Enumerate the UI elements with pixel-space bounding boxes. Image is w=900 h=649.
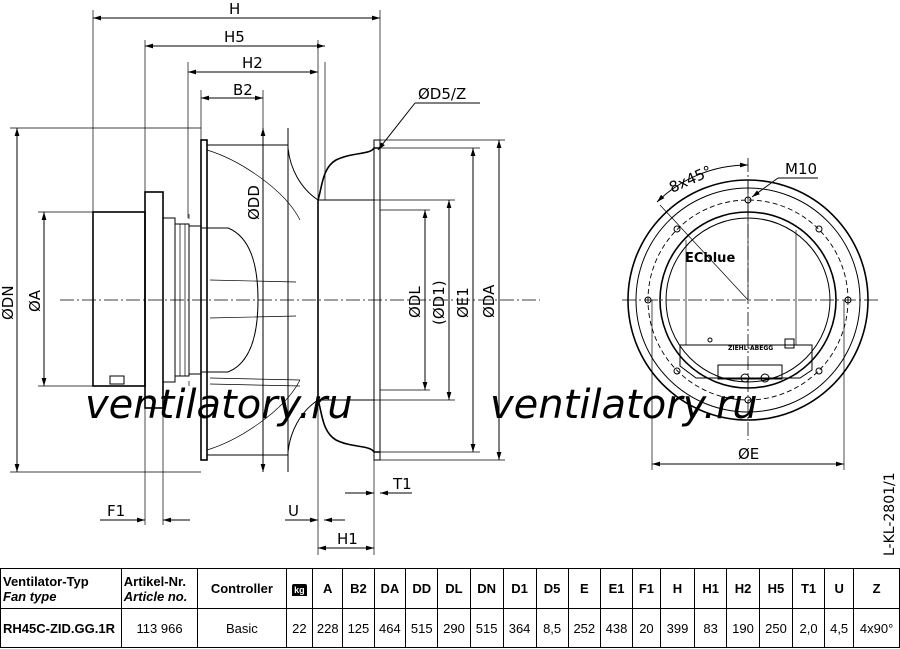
- col-header-2: Controller: [197, 568, 287, 609]
- dim-h1: H1: [337, 530, 358, 548]
- col-header-label: A: [323, 581, 333, 596]
- table-cell: 190: [726, 608, 760, 648]
- table-cell: 464: [373, 608, 407, 648]
- dim-8x45: 8x45°: [666, 162, 714, 197]
- col-header-label: E1: [608, 581, 625, 596]
- drawing-code: L-KL-2801/1: [882, 472, 898, 556]
- col-header-label: Controller: [210, 581, 273, 596]
- table-cell: 125: [342, 608, 375, 648]
- table-cell: 2,0: [791, 608, 826, 648]
- dim-h: H: [229, 0, 240, 18]
- table-cell: 4x90°: [853, 608, 900, 648]
- col-header-9: DN: [469, 568, 504, 609]
- col-header-3: kg: [285, 568, 314, 609]
- col-header-label: DD: [412, 581, 432, 596]
- table-cell: 515: [405, 608, 439, 648]
- side-view: H H5 H2 B2 ØD5/Z ØDN ØA ØDD ØDL (ØD1) ØE…: [0, 0, 540, 555]
- technical-drawing: ventilatory.ru ventilatory.ru: [0, 0, 898, 556]
- table-cell: 228: [312, 608, 344, 648]
- col-header-19: T1: [791, 568, 826, 609]
- col-header-11: D5: [535, 568, 569, 609]
- table-cell: 113 966: [120, 608, 199, 648]
- dim-h2: H2: [242, 54, 263, 72]
- weight-icon: kg: [292, 584, 307, 596]
- col-header-10: D1: [502, 568, 537, 609]
- dim-dn: ØDN: [0, 285, 17, 320]
- dim-dl: ØDL: [406, 286, 424, 318]
- col-header-label: Z: [872, 581, 881, 596]
- col-header-14: F1: [632, 568, 661, 609]
- col-header-label: DN: [477, 581, 496, 596]
- table-cell: 515: [469, 608, 504, 648]
- dim-da: ØDA: [480, 284, 498, 318]
- col-header-label: T1: [800, 581, 817, 596]
- table-cell: 250: [759, 608, 793, 648]
- dim-h5: H5: [224, 28, 245, 46]
- col-header-8: DL: [437, 568, 471, 609]
- col-header-7: DD: [405, 568, 439, 609]
- col-header-label: Artikel-Nr.: [123, 573, 186, 589]
- dim-t1: T1: [392, 475, 412, 493]
- col-header-4: A: [312, 568, 344, 609]
- col-header-label: H2: [734, 581, 752, 596]
- dim-e: ØE: [738, 445, 759, 463]
- col-header-6: DA: [373, 568, 407, 609]
- dim-a: ØA: [26, 289, 44, 312]
- table-cell: 4,5: [824, 608, 855, 648]
- col-header-label: D5: [543, 581, 561, 596]
- dim-dd: ØDD: [245, 185, 263, 220]
- col-header-label: H5: [767, 581, 785, 596]
- col-header-15: H: [659, 568, 696, 609]
- dim-d5z: ØD5/Z: [418, 85, 466, 103]
- col-header-label: DA: [380, 581, 400, 596]
- col-header-label: D1: [511, 581, 528, 596]
- table-cell: 364: [502, 608, 537, 648]
- col-header-12: E: [567, 568, 601, 609]
- col-header-label: E: [579, 581, 589, 596]
- table-cell: Basic: [197, 608, 287, 648]
- col-header-13: E1: [599, 568, 634, 609]
- col-header-label: F1: [638, 581, 655, 596]
- col-header-translation: Article no.: [123, 588, 188, 604]
- table-cell: 438: [599, 608, 634, 648]
- col-header-label: H1: [702, 581, 719, 596]
- table-cell: 252: [567, 608, 601, 648]
- brand-label: ECblue: [685, 251, 735, 266]
- dim-b2: B2: [233, 81, 253, 99]
- col-header-label: H: [672, 581, 683, 596]
- col-header-label: U: [834, 581, 844, 596]
- dim-e1: ØE1: [454, 287, 472, 318]
- col-header-1: Artikel-Nr.Article no.: [120, 568, 199, 609]
- col-header-20: U: [824, 568, 855, 609]
- col-header-21: Z: [853, 568, 900, 609]
- col-header-translation: Fan type: [3, 588, 57, 604]
- col-header-16: H1: [694, 568, 728, 609]
- dim-f1: F1: [107, 502, 125, 520]
- col-header-18: H5: [759, 568, 793, 609]
- watermark-right: ventilatory.ru: [490, 382, 758, 428]
- table-cell: RH45C-ZID.GG.1R: [0, 608, 122, 648]
- col-header-5: B2: [342, 568, 375, 609]
- table-cell: 8,5: [535, 608, 569, 648]
- table-cell: 290: [437, 608, 471, 648]
- col-header-label: B2: [350, 581, 367, 596]
- table-cell: 22: [285, 608, 314, 648]
- dim-d1: (ØD1): [430, 280, 448, 325]
- col-header-label: Ventilator-Typ: [3, 573, 89, 589]
- table-cell: 83: [694, 608, 728, 648]
- dim-m10: M10: [785, 160, 817, 178]
- table-cell: 20: [632, 608, 661, 648]
- watermark-left: ventilatory.ru: [85, 382, 353, 428]
- col-header-17: H2: [726, 568, 760, 609]
- dim-u: U: [288, 502, 299, 520]
- nameplate-label: ZIEHL-ABEGG: [728, 345, 773, 352]
- table-cell: 399: [659, 608, 696, 648]
- col-header-label: DL: [445, 581, 463, 596]
